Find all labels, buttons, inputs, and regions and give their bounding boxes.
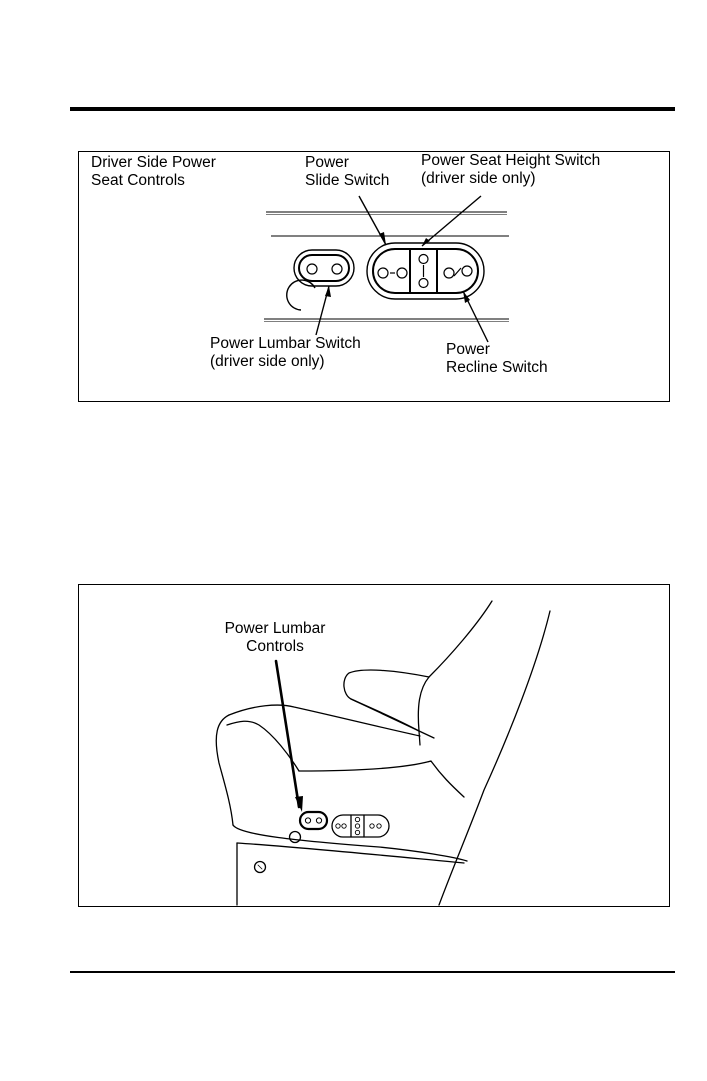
power-lumbar-switch-label: Power Lumbar Switch (driver side only) xyxy=(210,335,361,371)
power-recline-switch-label: Power Recline Switch xyxy=(446,341,548,377)
power-slide-switch-label: Power Slide Switch xyxy=(305,154,389,190)
seat-controls-figure: Driver Side Power Seat Controls Power Sl… xyxy=(78,151,670,402)
seat-side-view-figure: Power Lumbar Controls xyxy=(78,584,670,907)
top-rule xyxy=(70,107,675,111)
seat-side-illustration xyxy=(79,585,670,907)
power-lumbar-controls-label: Power Lumbar Controls xyxy=(213,620,337,656)
power-seat-height-switch-label: Power Seat Height Switch (driver side on… xyxy=(421,152,600,188)
driver-side-power-seat-controls-label: Driver Side Power Seat Controls xyxy=(91,154,216,190)
callout-arrowhead xyxy=(295,796,303,812)
bottom-rule xyxy=(70,971,675,973)
